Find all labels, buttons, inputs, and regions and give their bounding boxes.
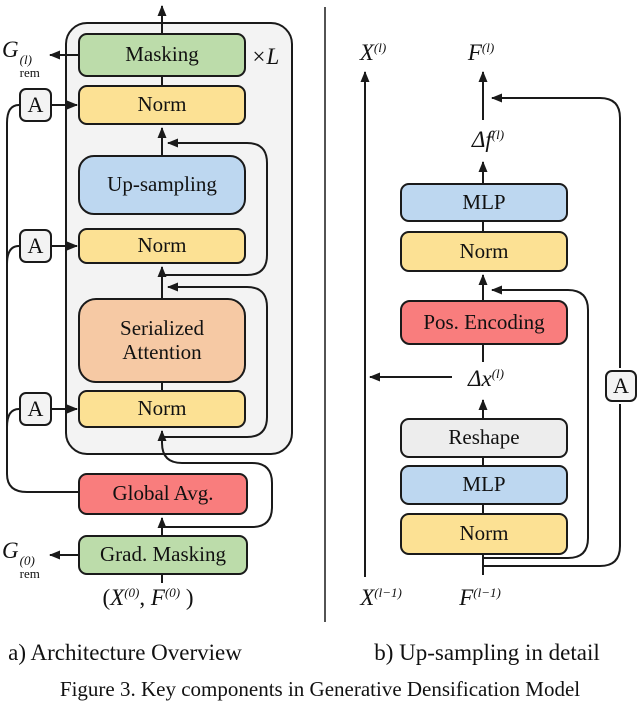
delta-f-label: Δf(l) — [472, 127, 504, 153]
figure-caption-text: Figure 3. Key components in Generative D… — [59, 677, 581, 701]
agg-box-bottom-label: A — [27, 396, 44, 421]
f-prev-sup: (l−1) — [473, 585, 501, 600]
block-norm-top-label: Norm — [137, 92, 187, 117]
delta-x-label: Δx(l) — [468, 366, 504, 392]
skip-f-through-agg — [483, 98, 621, 567]
g-rem-0-base: G — [2, 538, 19, 563]
g-rem-l-scripts: (l)rem — [20, 53, 40, 79]
panel-b-caption: b) Up-sampling in detail — [374, 640, 600, 666]
x-l-label: X(l) — [360, 40, 386, 66]
block-global-avg: Global Avg. — [78, 473, 248, 515]
block-norm-lower: Norm — [400, 513, 568, 555]
g-rem-l-sub: rem — [19, 65, 40, 80]
agg-box-detail-label: A — [613, 373, 629, 398]
delta-f-sup: (l) — [491, 127, 505, 142]
panel-b-caption-text: b) Up-sampling in detail — [374, 640, 600, 665]
skip-f-to-norm — [483, 285, 589, 559]
input-close-paren: ) — [185, 585, 194, 610]
g-rem-l-base: G — [2, 37, 19, 62]
block-grad-masking: Grad. Masking — [78, 535, 248, 575]
input-bypass-to-block — [157, 430, 273, 528]
block-mlp-top-label: MLP — [462, 189, 506, 214]
figure-caption: Figure 3. Key components in Generative D… — [60, 677, 580, 702]
f-l-label: F(l) — [468, 40, 494, 66]
agg-branch-mid — [6, 245, 20, 265]
agg-box-mid-label: A — [27, 233, 44, 258]
g-rem-0-sup: (0) — [19, 553, 35, 568]
block-upsampling: Up-sampling — [78, 155, 246, 215]
block-mlp-bottom-label: MLP — [462, 472, 506, 497]
agg-box-detail: A — [605, 370, 637, 402]
block-pos-encoding: Pos. Encoding — [400, 300, 568, 345]
block-norm-mid-label: Norm — [137, 233, 187, 258]
block-masking: Masking — [78, 33, 246, 77]
input-x-sup: (0) — [124, 585, 140, 600]
block-reshape: Reshape — [400, 418, 568, 458]
agg-box-mid: A — [19, 229, 52, 263]
x-l-sup: (l) — [373, 40, 387, 55]
agg-box-bottom: A — [19, 392, 52, 426]
input-separator: , — [139, 585, 146, 610]
skip-around-upsampling — [162, 138, 268, 276]
block-pos-encoding-label: Pos. Encoding — [423, 309, 545, 334]
panel-a-caption: a) Architecture Overview — [8, 640, 242, 666]
block-masking-label: Masking — [125, 42, 199, 67]
block-upsampling-label: Up-sampling — [107, 172, 217, 197]
f-l-base: F — [467, 40, 482, 65]
g-rem-0-label: G(0)rem — [2, 538, 40, 580]
repeat-times-text: ×L — [251, 44, 280, 69]
f-l-sup: (l) — [481, 40, 495, 55]
agg-branch-bottom — [6, 408, 20, 428]
input-x-base: X — [110, 585, 125, 610]
panel-a-caption-text: a) Architecture Overview — [8, 640, 242, 665]
agg-box-top: A — [19, 88, 52, 122]
x-prev-sup: (l−1) — [374, 585, 402, 600]
x-prev-label: X(l−1) — [360, 585, 402, 611]
g-rem-0-sub: rem — [19, 566, 40, 581]
f-prev-base: F — [459, 585, 474, 610]
x-prev-base: X — [360, 585, 375, 610]
block-norm-upper-label: Norm — [459, 238, 509, 263]
block-norm-mid: Norm — [78, 228, 246, 264]
f-prev-label: F(l−1) — [459, 585, 501, 611]
block-serialized-attention: Serialized Attention — [78, 298, 246, 383]
skip-around-attention — [162, 282, 268, 438]
delta-x-sup: (l) — [491, 366, 504, 381]
g-rem-0-scripts: (0)rem — [20, 554, 40, 580]
agg-box-top-label: A — [27, 92, 44, 117]
block-norm-upper: Norm — [400, 231, 568, 272]
input-f-base: F — [150, 585, 165, 610]
block-mlp-top: MLP — [400, 183, 568, 222]
block-serialized-attention-label: Serialized Attention — [120, 315, 204, 364]
block-norm-bottom: Norm — [78, 390, 246, 428]
delta-x-base: Δx — [468, 366, 492, 391]
block-norm-lower-label: Norm — [459, 521, 509, 546]
block-norm-bottom-label: Norm — [137, 396, 187, 421]
block-mlp-bottom: MLP — [400, 465, 568, 505]
input-f-sup: (0) — [164, 585, 181, 600]
delta-f-base: Δf — [471, 127, 492, 152]
block-grad-masking-label: Grad. Masking — [100, 542, 226, 567]
block-global-avg-label: Global Avg. — [112, 481, 214, 506]
block-norm-top: Norm — [78, 85, 246, 125]
input-open-paren: ( — [102, 585, 111, 610]
g-rem-l-label: G(l)rem — [2, 37, 40, 79]
block-reshape-label: Reshape — [448, 425, 520, 450]
globalavg-to-agg-line — [6, 104, 78, 493]
g-rem-l-sup: (l) — [19, 52, 32, 67]
repeat-times-label: ×L — [251, 44, 279, 70]
input-tuple-label: (X(0), F(0) ) — [102, 585, 193, 611]
x-l-base: X — [359, 40, 374, 65]
